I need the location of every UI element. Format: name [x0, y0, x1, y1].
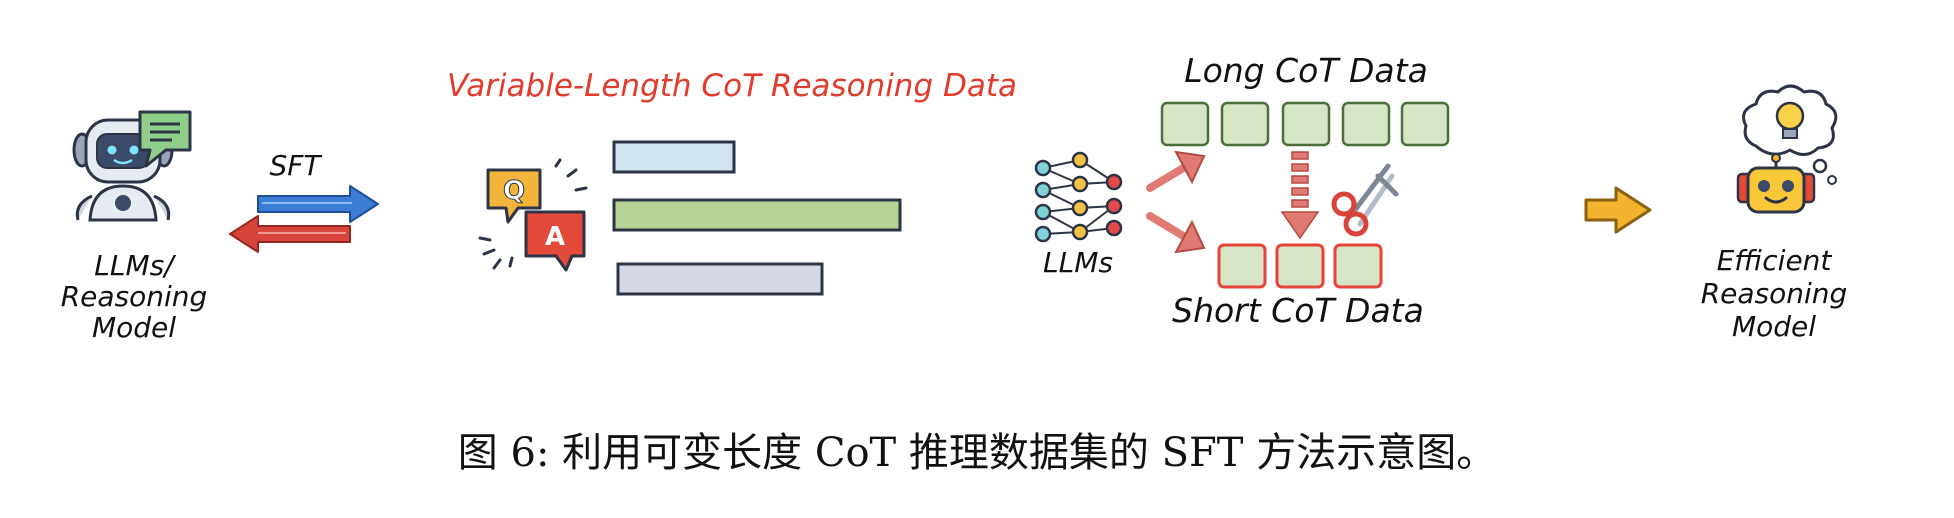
a-letter: A [545, 222, 565, 252]
robot-face-icon [1736, 153, 1816, 214]
short-cot-label: Short CoT Data [1172, 291, 1424, 330]
scissors-icon [1331, 163, 1399, 237]
short-cot-box [1333, 243, 1383, 289]
model-label: LLMs/ Reasoning Model [61, 249, 208, 344]
efficient-label-line-1: Efficient [1717, 244, 1833, 277]
long-cot-box [1400, 101, 1450, 147]
arrow-to-short-cot [1146, 212, 1206, 254]
cot-length-bars [612, 140, 902, 296]
compression-arrow [1280, 151, 1320, 240]
figure-caption: 图 6: 利用可变长度 CoT 推理数据集的 SFT 方法示意图。 [457, 430, 1497, 476]
sft-forward-arrow [257, 185, 379, 223]
short-cot-box [1275, 243, 1325, 289]
neural-network-icon [1034, 151, 1123, 243]
long-cot-boxes [1160, 101, 1450, 147]
long-length-bar [612, 198, 902, 232]
model-label-line-1: LLMs/ [94, 249, 176, 282]
model-label-line-2: Reasoning [61, 280, 208, 313]
data-title: Variable-Length CoT Reasoning Data [447, 68, 1017, 104]
long-cot-box [1220, 101, 1270, 147]
long-cot-box [1341, 101, 1391, 147]
arrow-to-long-cot [1146, 150, 1206, 192]
output-arrow [1584, 186, 1652, 234]
short-cot-box [1217, 243, 1267, 289]
short-length-bar [612, 140, 736, 174]
long-cot-box [1281, 101, 1331, 147]
long-cot-box [1160, 101, 1210, 147]
efficient-label: Efficient Reasoning Model [1701, 244, 1848, 343]
medium-length-bar [616, 262, 824, 296]
qa-bubbles-icon: Q A [478, 158, 588, 272]
llms-label: LLMs [1043, 246, 1113, 279]
long-cot-label: Long CoT Data [1184, 51, 1428, 90]
sft-label: SFT [270, 149, 323, 182]
sft-backward-arrow [229, 215, 351, 253]
model-label-line-3: Model [92, 311, 176, 344]
efficient-label-line-3: Model [1732, 310, 1816, 343]
lightbulb-thought-icon [1742, 84, 1838, 185]
q-letter: Q [503, 176, 525, 206]
efficient-label-line-2: Reasoning [1701, 277, 1848, 310]
short-cot-boxes [1217, 243, 1383, 289]
chat-bubble-icon [138, 110, 192, 168]
